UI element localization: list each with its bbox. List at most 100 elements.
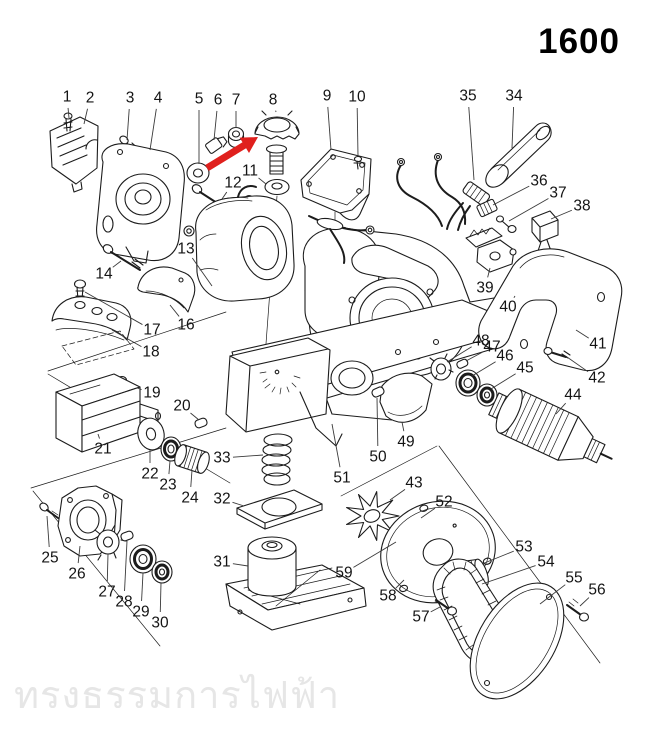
leader-line-13 [191,257,213,287]
part-48-lock-washer-drawing [429,353,454,381]
leader-line-42 [566,356,589,373]
part-28-pin-drawing [120,530,134,542]
part-22-disc-drawing [137,417,165,451]
leader-line-41 [575,329,589,339]
part-label-21: 21 [94,441,111,458]
part-label-19: 19 [143,385,160,402]
part-38-box-drawing [531,210,559,255]
part-4-housing-drawing [96,143,185,264]
part-16-clamp-drawing [137,266,196,313]
part-label-52: 52 [435,494,452,511]
part-label-58: 58 [379,588,396,605]
leader-line-12 [221,191,228,200]
leader-line-31 [232,563,249,567]
part-30-washer-drawing [151,560,173,584]
part-55-cover-drawing [469,582,565,700]
leader-line-28 [124,540,128,592]
leader-line-23 [168,460,171,475]
part-label-17: 17 [143,322,160,339]
part-32-plate-drawing [236,489,323,530]
part-label-36: 36 [530,173,547,190]
part-17-screw-drawing [73,279,87,301]
leader-line-37 [508,198,549,222]
part-8-knob-drawing [254,110,300,175]
part-label-39: 39 [476,280,493,297]
leader-line-11 [258,177,267,185]
leader-line-4 [149,108,157,151]
part-33-spring-drawing [261,433,293,486]
leader-line-43 [389,488,406,501]
part-25-screw-drawing [39,502,59,519]
leader-line-49 [401,421,405,432]
part-1-screw-drawing [63,112,73,132]
leader-line-39 [487,267,491,278]
leader-line-46 [471,361,496,377]
part-29-bearing-drawing [129,544,157,574]
part-34-handle-drawing [485,122,552,188]
leader-line-59 [353,541,397,568]
part-label-26: 26 [68,566,85,583]
leader-line-19 [136,387,142,390]
leader-line-14 [112,260,122,268]
part-label-42: 42 [588,370,605,387]
part-label-37: 37 [549,185,566,202]
part-51-base-drawing [225,299,501,447]
leader-line-17 [84,291,143,325]
part-31-shoe-drawing [225,536,367,631]
leader-line-52 [420,507,436,519]
leader-line-47 [465,351,483,362]
part-56-screw-drawing [566,598,590,622]
part-11-washer-drawing [264,178,290,196]
part-label-5: 5 [195,91,204,108]
leader-line-54 [481,565,536,585]
leader-line-45 [490,373,516,390]
part-label-51: 51 [333,470,350,487]
part-label-35: 35 [459,88,476,105]
part-37-screw-drawing [495,215,517,234]
part-label-55: 55 [565,570,582,587]
leader-line-51 [331,423,341,468]
leader-line-56 [579,597,590,607]
part-label-11: 11 [242,163,258,180]
part-label-32: 32 [213,491,230,508]
leader-line-10 [356,107,359,157]
leader-line-20 [190,412,200,421]
leader-line-53 [481,550,514,565]
part-47-pin-drawing [456,358,469,369]
part-label-38: 38 [573,198,590,215]
model-number: 1600 [538,22,620,61]
leader-line-1 [67,107,70,119]
leader-line-38 [550,209,573,220]
part-label-47: 47 [483,339,500,356]
part-label-31: 31 [213,554,230,571]
part-20-pin-drawing [194,417,208,429]
part-label-57: 57 [412,609,429,626]
leader-line-32 [232,501,245,507]
part-label-16: 16 [177,317,194,334]
part-label-34: 34 [505,88,523,105]
part-45-washer-drawing [476,383,498,407]
part-label-24: 24 [181,490,199,507]
part-42-screw-drawing [543,346,571,359]
leader-line-24 [190,469,193,488]
part-label-12: 12 [224,175,241,192]
part-label-4: 4 [154,90,163,107]
part-label-50: 50 [369,449,387,466]
part-label-33: 33 [213,450,230,467]
part-label-13: 13 [177,241,194,258]
part-label-23: 23 [159,477,176,494]
part-label-18: 18 [142,344,159,361]
part-49-deflector-drawing [379,372,433,423]
part-6-pin-drawing [205,136,228,154]
part-41-handle-drawing [478,248,623,372]
part-label-25: 25 [41,550,58,567]
part-label-56: 56 [588,582,605,599]
watermark-text: ทรงธรรมการไฟฟ้า [14,675,341,717]
leader-line-36 [492,185,530,206]
leader-line-21 [97,433,100,439]
leader-line-50 [376,397,379,447]
part-27-lock-nut-drawing [94,524,127,561]
part-13-stator-drawing [195,185,295,302]
part-39-switch-drawing [465,227,517,273]
